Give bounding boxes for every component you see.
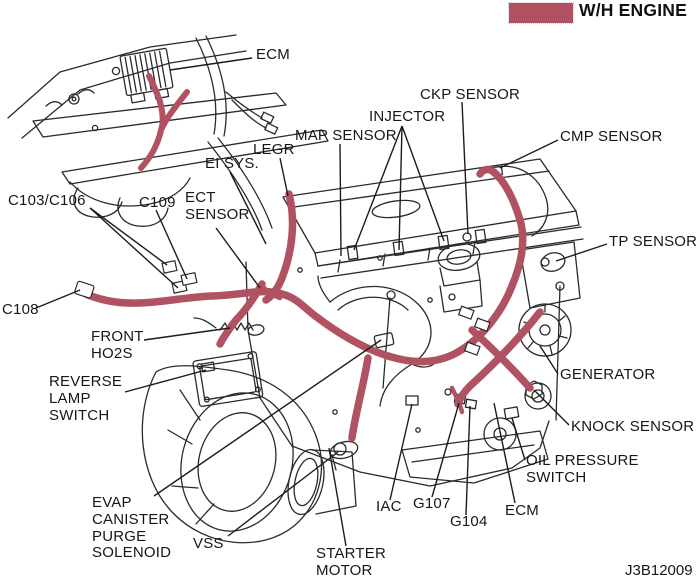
leader-injector-1 [353, 125, 403, 251]
label-ei-sys: EI SYS. [205, 155, 259, 172]
diagram-code: J3B12009 [625, 562, 693, 579]
label-ckp-sensor: CKP SENSOR [420, 86, 521, 103]
leader-c108 [35, 289, 81, 309]
label-evap-canister-purge-solenoid: EVAP CANISTER PURGE SOLENOID [92, 494, 172, 562]
label-map-sensor: MAP SENSOR [295, 127, 397, 144]
leader-c103-c106-b [89, 207, 179, 289]
leader-front-ho2s [143, 327, 231, 341]
leader-ckp-sensor [461, 101, 469, 235]
label-ecm-top: ECM [256, 46, 290, 63]
leader-ecm-top [169, 57, 253, 71]
label-reverse-lamp-switch: REVERSE LAMP SWITCH [49, 373, 123, 424]
label-front-ho2s: FRONT HO2S [91, 328, 144, 362]
leader-injector-3 [401, 125, 445, 242]
leader-oil-pressure-switch [511, 417, 526, 461]
leader-vss [227, 451, 339, 537]
label-knock-sensor: KNOCK SENSOR [571, 418, 695, 435]
leader-c109 [155, 209, 188, 280]
label-cmp-sensor: CMP SENSOR [560, 128, 663, 145]
label-ect-sensor: ECT SENSOR [185, 189, 250, 223]
leader-reverse-lamp-switch [124, 369, 207, 393]
label-injector: INJECTOR [369, 108, 446, 125]
label-starter-motor: STARTER MOTOR [316, 545, 387, 579]
leader-iac [389, 403, 413, 501]
leader-evap [153, 339, 382, 497]
label-vss: VSS [193, 535, 224, 552]
leader-starter-motor [328, 447, 347, 547]
leader-legr [279, 157, 289, 197]
label-c108: C108 [2, 301, 39, 318]
label-oil-pressure-switch: OIL PRESSURE SWITCH [526, 452, 639, 486]
legend-label: W/H ENGINE [579, 0, 687, 20]
leader-generator [539, 345, 559, 375]
harness-color-swatch [508, 2, 574, 24]
leader-g107 [431, 402, 460, 498]
leader-cmp-sensor [499, 139, 559, 169]
label-legr: LEGR [253, 141, 295, 158]
label-c109: C109 [139, 194, 176, 211]
label-iac: IAC [376, 498, 402, 515]
label-g104: G104 [450, 513, 488, 530]
leader-lines [35, 57, 608, 547]
leader-injector-2 [398, 125, 403, 251]
leader-knock-sensor [533, 389, 570, 426]
leader-ei-sys [229, 171, 267, 245]
label-g107: G107 [413, 495, 451, 512]
label-c103-c106: C103/C106 [8, 192, 86, 209]
leader-ecm-bottom [493, 402, 516, 504]
leader-tp-sensor [555, 243, 608, 262]
leader-map-sensor [339, 143, 342, 257]
label-generator: GENERATOR [560, 366, 656, 383]
leader-g104 [465, 405, 471, 516]
leader-ect-sensor [215, 227, 261, 289]
harness-connectors [74, 259, 491, 356]
leader-c103-c106-a [89, 207, 168, 266]
engine-line-art [7, 34, 584, 544]
label-ecm-bottom: ECM [505, 502, 539, 519]
label-tp-sensor: TP SENSOR [609, 233, 698, 250]
